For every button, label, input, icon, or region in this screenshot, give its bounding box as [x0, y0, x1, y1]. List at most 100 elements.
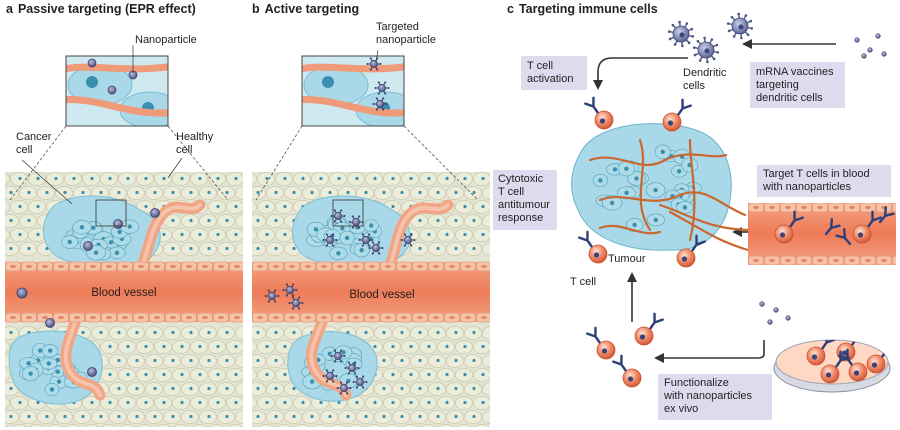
cell-nucleus	[301, 400, 305, 405]
cell-nucleus	[265, 204, 269, 209]
cell-nucleus	[216, 204, 220, 209]
cell-nucleus	[37, 348, 43, 353]
cell-nucleus	[612, 167, 618, 172]
targeted-nanoparticle	[282, 283, 298, 297]
cell-nucleus	[81, 330, 85, 335]
cell-nucleus	[180, 232, 184, 237]
healthy-cell	[348, 424, 364, 427]
cell-nucleus	[162, 400, 166, 405]
cell-nucleus	[117, 414, 121, 419]
cell-nucleus	[144, 204, 148, 209]
cell-nucleus	[427, 232, 431, 237]
cell-nucleus	[171, 246, 175, 251]
cell-nucleus	[27, 414, 31, 419]
cell-nucleus	[225, 190, 229, 195]
t-cell	[806, 340, 836, 366]
cell-nucleus	[256, 218, 260, 223]
cell-nucleus	[216, 372, 220, 377]
cell-nucleus	[436, 386, 440, 391]
nanoparticle	[16, 287, 28, 299]
healthy-cell	[11, 424, 27, 427]
cell-nucleus	[207, 246, 211, 251]
cell-nucleus	[676, 169, 682, 174]
healthy-cell	[252, 424, 256, 427]
healthy-cell	[235, 186, 243, 200]
cell-nucleus	[0, 233, 3, 236]
cell-nucleus	[653, 187, 658, 193]
cell-nucleus	[400, 190, 404, 195]
cell-nucleus	[171, 330, 175, 335]
cell-nucleus	[274, 386, 278, 391]
cell-nucleus	[216, 400, 220, 405]
cell-nucleus	[292, 330, 296, 335]
healthy-cell	[402, 424, 418, 427]
cell-nucleus	[63, 190, 67, 195]
healthy-cell	[235, 242, 243, 256]
cell-nucleus	[292, 414, 296, 419]
cell-nucleus	[382, 414, 386, 419]
targeted-nanoparticle	[344, 361, 360, 375]
nanoparticle	[773, 307, 779, 313]
cell-nucleus	[310, 190, 314, 195]
cell-nucleus	[171, 358, 175, 363]
healthy-cell	[173, 424, 189, 427]
cell-nucleus	[382, 386, 386, 391]
healthy-cell	[384, 424, 400, 427]
cell-nucleus	[391, 400, 395, 405]
cell-nucleus	[418, 386, 422, 391]
cytotoxic-box	[493, 170, 557, 230]
tumour-mass-b-lower	[287, 331, 378, 402]
nanoparticle	[854, 37, 860, 43]
cell-nucleus	[274, 246, 278, 251]
cell-nucleus	[418, 190, 422, 195]
healthy-cell	[5, 340, 10, 354]
cell-nucleus	[153, 414, 157, 419]
cell-nucleus	[391, 344, 395, 349]
cell-nucleus	[243, 247, 246, 250]
cell-nucleus	[256, 414, 260, 419]
healthy-cell	[252, 172, 257, 186]
cell-nucleus	[265, 232, 269, 237]
nanoparticle	[45, 318, 55, 328]
healthy-cell	[258, 424, 274, 427]
cell-nucleus	[481, 176, 485, 181]
cell-nucleus	[337, 176, 341, 181]
cell-nucleus	[180, 344, 184, 349]
healthy-cell	[119, 424, 135, 427]
cell-nucleus	[225, 386, 229, 391]
cell-nucleus	[632, 222, 637, 228]
targeted-nanoparticle	[358, 233, 374, 247]
cell-nucleus	[117, 330, 121, 335]
cell-nucleus	[247, 205, 250, 208]
cell-nucleus	[9, 246, 13, 251]
cell-nucleus	[481, 372, 485, 377]
tumour-label: Tumour	[608, 253, 646, 265]
cell-nucleus	[463, 344, 467, 349]
cell-nucleus	[162, 372, 166, 377]
cell-nucleus	[135, 358, 139, 363]
cell-nucleus	[463, 176, 467, 181]
antibody-receptor	[690, 234, 706, 253]
healthy-cell	[235, 382, 243, 396]
cell-nucleus	[409, 176, 413, 181]
cell-nucleus	[454, 386, 458, 391]
cell-nucleus	[0, 205, 3, 208]
nanoparticle	[875, 33, 881, 39]
endothelial-cell	[892, 203, 896, 213]
t-cell	[584, 96, 614, 130]
cell-nucleus	[283, 232, 287, 237]
cell-nucleus	[409, 372, 413, 377]
healthy-cell	[482, 410, 490, 424]
cell-nucleus	[247, 345, 250, 348]
cell-nucleus	[126, 344, 130, 349]
cell-nucleus	[72, 176, 76, 181]
tumour-mass-c	[571, 123, 754, 252]
cell-nucleus	[283, 344, 287, 349]
cell-nucleus	[445, 372, 449, 377]
cell-nucleus	[256, 358, 260, 363]
